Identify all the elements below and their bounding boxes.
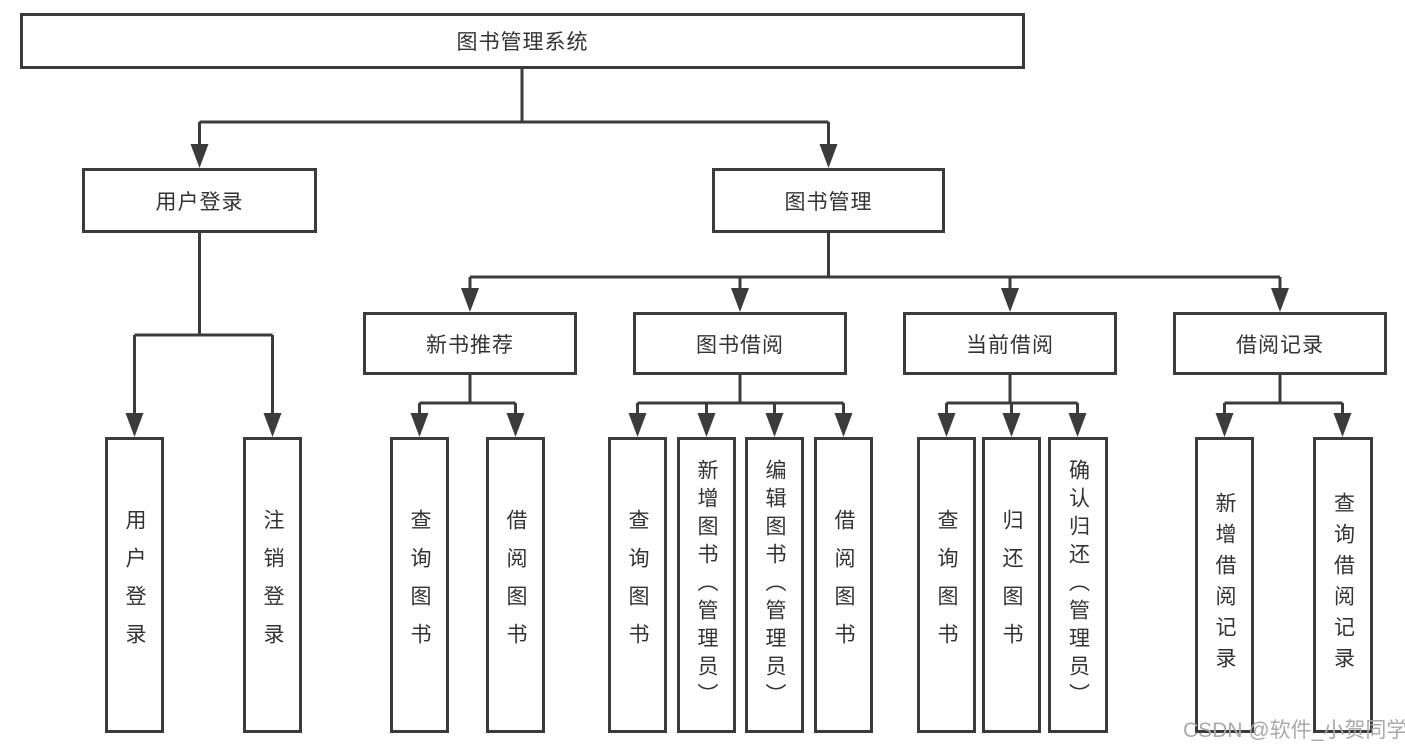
node-leaf-confirm-return-admin: 确认归还（管理员） bbox=[1048, 437, 1108, 733]
connector-current-borrowing-to-leaves bbox=[937, 375, 1087, 437]
node-book-borrowing: 图书借阅 bbox=[633, 312, 847, 375]
node-label: 当前借阅 bbox=[966, 333, 1054, 357]
connector-user-login-to-leaves bbox=[125, 233, 282, 437]
node-label: 借阅图书 bbox=[832, 509, 855, 661]
node-label: 查询图书 bbox=[408, 509, 431, 661]
node-borrowing-records: 借阅记录 bbox=[1173, 312, 1387, 375]
connector-book-management-to-level3 bbox=[461, 233, 1289, 312]
node-label: 查询借阅记录 bbox=[1331, 492, 1355, 678]
node-new-book-recommend: 新书推荐 bbox=[363, 312, 577, 375]
node-leaf-query-books-recommend: 查询图书 bbox=[390, 437, 449, 733]
node-library-system: 图书管理系统 bbox=[20, 13, 1025, 69]
node-label: 用户登录 bbox=[123, 509, 146, 661]
node-leaf-query-books-borrowing: 查询图书 bbox=[608, 437, 667, 733]
node-leaf-return-books: 归还图书 bbox=[982, 437, 1041, 733]
node-label: 新增图书（管理员） bbox=[695, 459, 718, 711]
node-label: 编辑图书（管理员） bbox=[763, 459, 786, 711]
node-book-management: 图书管理 bbox=[712, 168, 945, 233]
node-leaf-logout: 注销登录 bbox=[243, 437, 302, 733]
node-label: 查询图书 bbox=[935, 509, 958, 661]
node-leaf-add-borrow-record: 新增借阅记录 bbox=[1195, 437, 1254, 733]
node-leaf-query-borrow-record: 查询借阅记录 bbox=[1313, 437, 1373, 733]
node-label: 图书管理 bbox=[784, 190, 873, 214]
node-label: 图书借阅 bbox=[696, 333, 784, 357]
node-label: 确认归还（管理员） bbox=[1066, 459, 1090, 711]
node-user-login: 用户登录 bbox=[82, 168, 317, 233]
node-label: 新增借阅记录 bbox=[1213, 492, 1236, 678]
node-label: 新书推荐 bbox=[426, 333, 514, 357]
node-leaf-borrow-books-recommend: 借阅图书 bbox=[486, 437, 545, 733]
node-label: 用户登录 bbox=[155, 190, 244, 214]
node-label: 借阅图书 bbox=[504, 509, 527, 661]
connector-borrowing-records-to-leaves bbox=[1215, 375, 1352, 437]
connector-root-to-level2 bbox=[190, 69, 838, 168]
node-leaf-borrow-books: 借阅图书 bbox=[814, 437, 873, 733]
connector-new-book-to-leaves bbox=[410, 375, 525, 437]
connector-book-borrowing-to-leaves bbox=[628, 375, 853, 437]
node-leaf-edit-books-admin: 编辑图书（管理员） bbox=[745, 437, 804, 733]
node-label: 归还图书 bbox=[1000, 509, 1023, 661]
node-label: 图书管理系统 bbox=[456, 31, 589, 54]
node-leaf-query-books-current: 查询图书 bbox=[917, 437, 976, 733]
node-label: 借阅记录 bbox=[1236, 333, 1324, 357]
node-label: 注销登录 bbox=[261, 509, 284, 661]
node-label: 查询图书 bbox=[626, 509, 649, 661]
node-leaf-user-login: 用户登录 bbox=[105, 437, 164, 733]
node-current-borrowing: 当前借阅 bbox=[903, 312, 1117, 375]
watermark: CSDN @软件_小贺同学 bbox=[1183, 719, 1405, 742]
node-leaf-add-books-admin: 新增图书（管理员） bbox=[677, 437, 736, 733]
